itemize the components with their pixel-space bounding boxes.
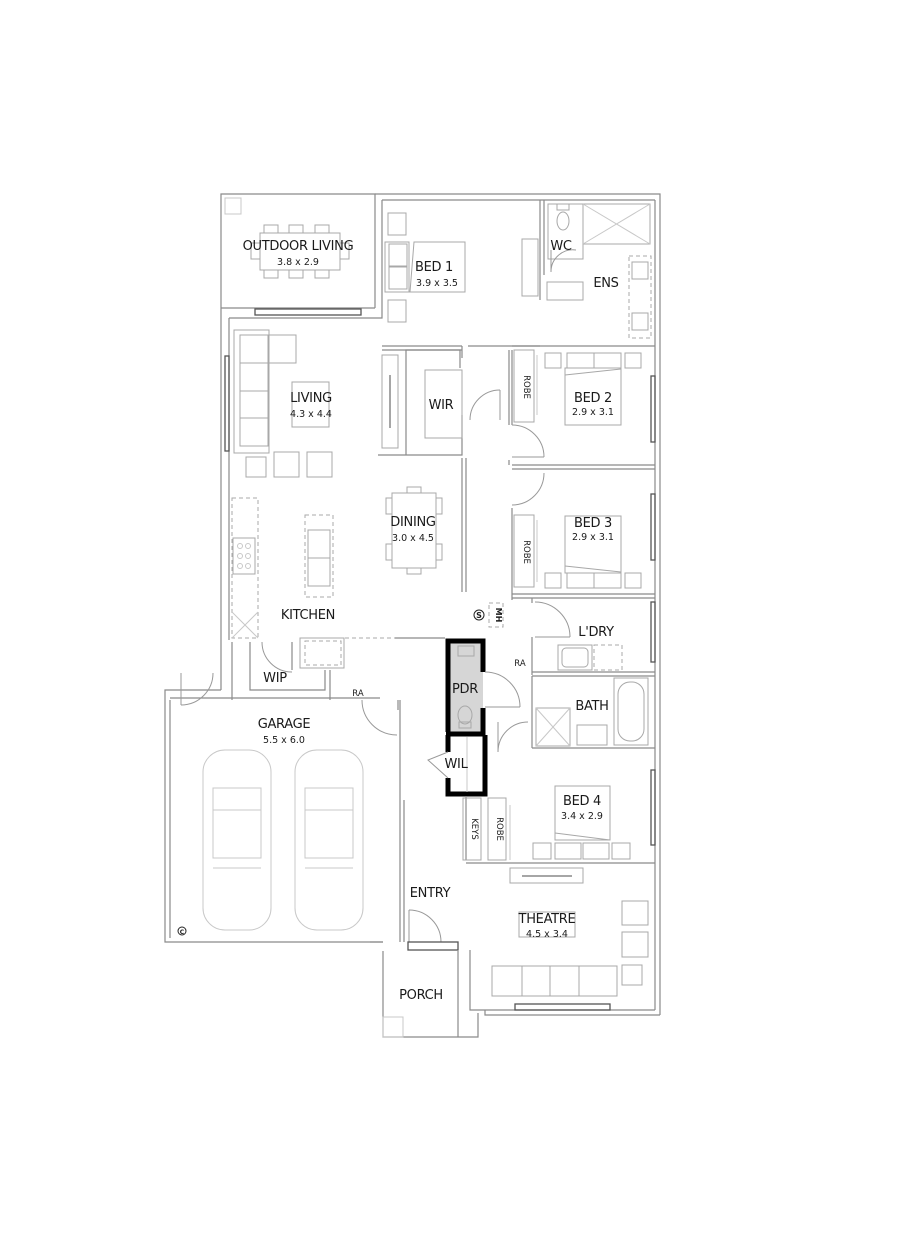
wil-room: WIL <box>427 735 488 797</box>
room-label-pdr: PDR <box>452 682 478 697</box>
room-dims-bed3: 2.9 x 3.1 <box>572 532 614 543</box>
room-label-bath: BATH <box>575 699 608 714</box>
ra-label-laundry: RA <box>514 659 526 669</box>
room-label-robe2: ROBE <box>521 375 531 399</box>
pdr-room: PDR <box>445 638 521 737</box>
ensuite-area: WC ENS <box>546 203 652 339</box>
bed2-room: ROBE BED 2 2.9 x 3.1 <box>511 345 656 470</box>
bath-room: BATH <box>531 676 655 749</box>
room-label-garage: GARAGE <box>258 717 311 732</box>
car-left <box>202 749 272 931</box>
room-label-outdoor-living: OUTDOOR LIVING <box>243 239 354 254</box>
svg-text:C: C <box>180 929 185 936</box>
garage-room: C GARAGE 5.5 x 6.0 <box>177 672 364 936</box>
room-dims-theatre: 4.5 x 3.4 <box>526 929 568 940</box>
room-label-living: LIVING <box>290 391 332 406</box>
room-label-bed3: BED 3 <box>574 516 612 531</box>
room-dims-living: 4.3 x 4.4 <box>290 409 332 420</box>
dining-area: DINING 3.0 x 4.5 <box>385 486 443 575</box>
room-dims-dining: 3.0 x 4.5 <box>392 533 434 544</box>
room-label-bed1: BED 1 <box>415 260 453 275</box>
outdoor-living-area: OUTDOOR LIVING 3.8 x 2.9 <box>220 193 376 316</box>
room-label-entry: ENTRY <box>410 886 451 901</box>
car-right <box>294 749 364 931</box>
porch-area: PORCH <box>370 941 479 1038</box>
room-label-robe3: ROBE <box>521 540 531 564</box>
room-dims-garage: 5.5 x 6.0 <box>263 735 305 746</box>
kitchen-area: KITCHEN <box>231 497 445 669</box>
living-room: LIVING 4.3 x 4.4 <box>224 329 399 478</box>
theatre-room: THEATRE 4.5 x 3.4 <box>491 900 649 1011</box>
room-label-wil: WIL <box>444 757 468 772</box>
bed3-room: ROBE BED 3 2.9 x 3.1 <box>511 472 656 600</box>
room-label-bed2: BED 2 <box>574 391 612 406</box>
room-dims-bed2: 2.9 x 3.1 <box>572 407 614 418</box>
room-label-ens: ENS <box>593 276 618 291</box>
room-label-keys: KEYS <box>469 818 479 840</box>
wip-room: WIP <box>231 641 326 700</box>
bed1-room: BED 1 3.9 x 3.5 <box>382 200 545 358</box>
living-sofa <box>233 329 297 454</box>
room-label-bed4: BED 4 <box>563 794 601 809</box>
room-label-kitchen: KITCHEN <box>281 608 335 623</box>
room-label-wir: WIR <box>429 398 454 413</box>
room-label-dining: DINING <box>390 515 435 530</box>
cistern-symbol: C <box>177 926 187 936</box>
meter-box-symbol: MH <box>488 602 504 628</box>
bed4-room: KEYS ROBE BED 4 3.4 x 2.9 <box>462 769 656 884</box>
entry-area: ENTRY <box>403 800 459 951</box>
laundry-room: RA L'DRY <box>514 598 656 677</box>
room-label-ldry: L'DRY <box>578 625 614 640</box>
smoke-detector-symbol: S <box>473 609 485 621</box>
svg-text:S: S <box>476 611 482 620</box>
wir-room: WIR <box>378 349 501 456</box>
room-label-wc: WC <box>550 239 572 254</box>
ra-label-kitchen: RA <box>352 689 364 699</box>
svg-text:MH: MH <box>494 608 503 623</box>
room-label-wip: WIP <box>263 671 287 686</box>
room-label-theatre: THEATRE <box>518 912 576 927</box>
bed1-bed <box>384 212 466 323</box>
room-label-porch: PORCH <box>399 988 443 1003</box>
room-dims-outdoor-living: 3.8 x 2.9 <box>277 257 319 268</box>
room-dims-bed1: 3.9 x 3.5 <box>416 278 458 289</box>
room-label-robe4: ROBE <box>494 817 504 841</box>
room-dims-bed4: 3.4 x 2.9 <box>561 811 603 822</box>
outdoor-dining-table <box>250 224 350 279</box>
